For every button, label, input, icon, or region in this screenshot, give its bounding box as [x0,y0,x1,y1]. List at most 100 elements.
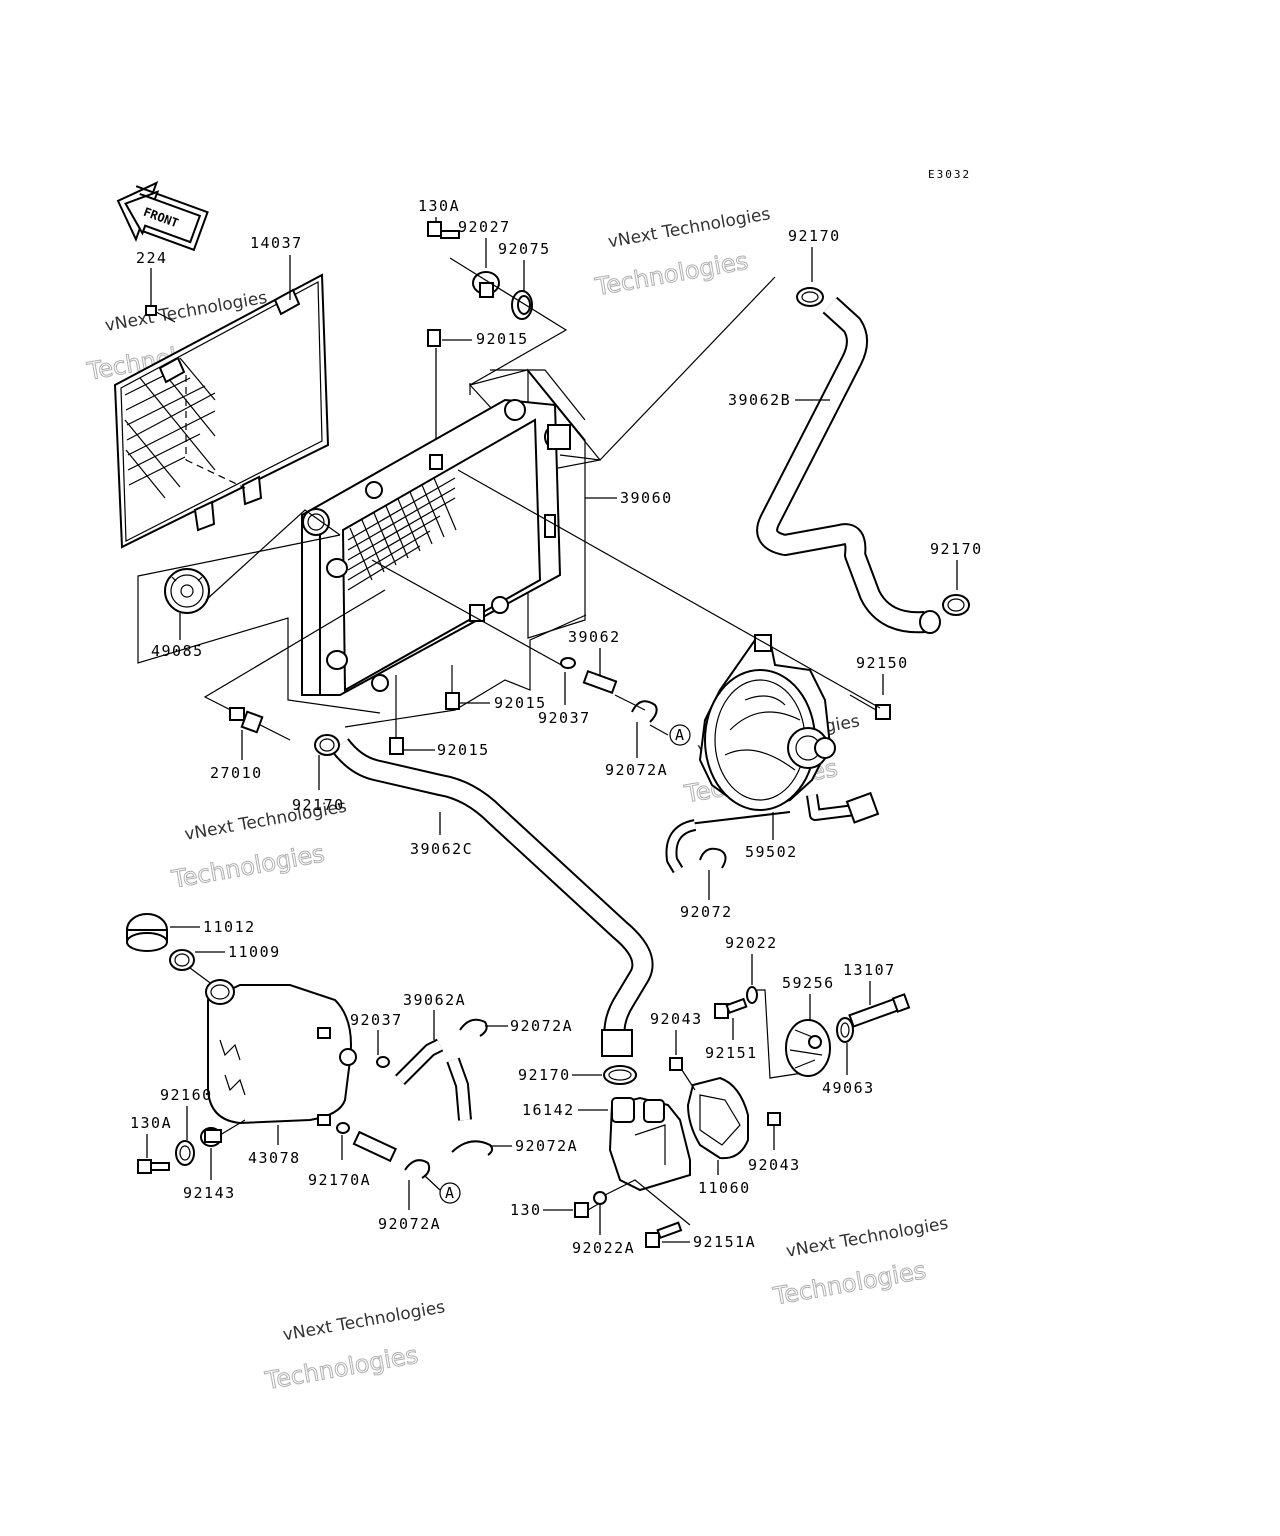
label-92170-left: 92170 [292,796,345,814]
seal-49063-icon [836,1017,854,1043]
watermark-text: vNext Technologies [281,1297,446,1345]
grommet-92160-icon [175,1140,195,1166]
clamp-92072-icon [699,847,727,869]
watermark-text: vNext Technologies [607,204,772,252]
callout-A [439,1182,461,1204]
leader-line [203,589,386,741]
leader-line [681,1069,696,1091]
clamp-92072A-icon [451,1140,494,1156]
label-92151A: 92151A [693,1233,756,1251]
gasket-11060-icon [686,1076,749,1160]
clip-92015-icon [389,737,404,755]
shaft-13107-icon [848,993,911,1028]
bolt-92151-icon [714,997,748,1019]
clip-92015-icon [427,329,441,347]
label-92043-top: 92043 [650,1010,703,1028]
leader-line [189,967,214,986]
label-92043-low: 92043 [748,1156,801,1174]
diagram-code: E3032 [928,168,971,181]
label-39062B: 39062B [728,391,791,409]
label-11009: 11009 [228,943,281,961]
leader-line [490,369,586,421]
label-224: 224 [136,249,168,267]
hose-piece-icon [352,1130,397,1163]
label-16142: 16142 [522,1101,575,1119]
label-49085: 49085 [151,642,204,660]
label-14037: 14037 [250,234,303,252]
label-92015-top: 92015 [476,330,529,348]
cooling-fan [665,634,880,874]
watermark-text: Technologies [169,839,327,894]
watermark-text: Technologies [770,1256,928,1311]
label-92143: 92143 [183,1184,236,1202]
leader-line [205,509,341,601]
clip-92037-icon [376,1056,390,1068]
pump-cover-16142 [608,1096,691,1192]
bolt-92151A-icon [645,1221,683,1248]
leader-line [137,534,381,714]
impeller-59256-icon [785,1019,831,1077]
clip-92037-icon [560,657,576,669]
clip-92015-icon [445,692,460,710]
label-92015-mid: 92015 [494,694,547,712]
leader-line [559,276,776,461]
label-92072A-a: 92072A [510,1017,573,1035]
fan-switch-27010-icon [229,707,264,734]
leader-line [649,724,669,736]
label-92015-low: 92015 [437,741,490,759]
hose-clamp-92170-icon [796,287,824,307]
radiator-screen [113,273,330,549]
dowel-pin-92043-icon [767,1112,781,1126]
clamp-92072A-icon [459,1018,488,1037]
bolt-130A-icon [137,1159,170,1174]
label-92160: 92160 [160,1086,213,1104]
hose-clamp-92170-icon [919,594,970,634]
label-92072A-c: 92072A [378,1215,441,1233]
leader-line [424,1175,441,1191]
dowel-pin-92043-icon [669,1057,683,1071]
callout-A [669,724,691,746]
leader-line [219,1119,246,1136]
watermark-text: Technologies [592,247,750,302]
leader-line [614,694,646,711]
label-92022: 92022 [725,934,778,952]
label-92170-right: 92170 [930,540,983,558]
seal-11009-icon [169,949,195,971]
reservoir-cap-11012-icon [126,913,168,952]
watermark-text: Technologies [262,1341,420,1396]
callout-A-label: A [445,1184,456,1202]
label-92027: 92027 [458,218,511,236]
hose-39062C [331,738,654,1042]
leader-line [457,469,881,709]
label-92151: 92151 [705,1044,758,1062]
hose-clamp-92170-icon [314,734,340,756]
label-39062C: 39062C [410,840,473,858]
leader-line [344,614,587,728]
label-130A-low: 130A [130,1114,172,1132]
front-arrow-icon: FRONT [116,181,209,252]
label-11060: 11060 [698,1179,751,1197]
radiator [301,368,602,696]
label-92072: 92072 [680,903,733,921]
callout-A-label: A [675,726,686,744]
collar-92027-icon [472,271,500,298]
label-49063: 49063 [822,1079,875,1097]
leader-line [449,257,568,386]
grommet-92075-icon [511,290,533,320]
clamp-92072A-icon [404,1159,431,1179]
hose-39062A-icon [395,1038,472,1121]
clip-92170A-icon [336,1122,350,1134]
leader-line [604,1179,691,1226]
label-39060: 39060 [620,489,673,507]
label-39062: 39062 [568,628,621,646]
bolt-130A-icon [427,221,460,239]
clamp-92072A-icon [631,700,658,723]
label-59502: 59502 [745,843,798,861]
reservoir-tank-43078 [205,979,357,1126]
label-11012: 11012 [203,918,256,936]
label-92022A: 92022A [572,1239,635,1257]
radiator-cap-49085-icon [164,568,210,614]
leader-line [757,989,823,1079]
bolt-92150-icon [849,694,891,720]
label-92075: 92075 [498,240,551,258]
